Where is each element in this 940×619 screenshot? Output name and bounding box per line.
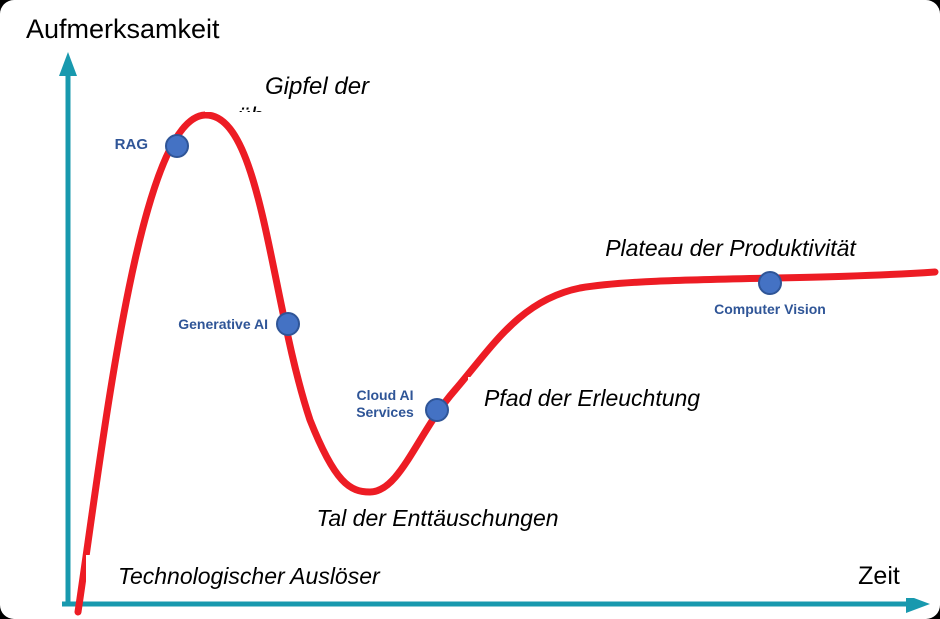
- phase-label-trough-text: Tal der Enttäuschungen: [316, 505, 559, 531]
- marker-rag: [165, 134, 189, 158]
- marker-cloud-ai-services: [425, 398, 449, 422]
- x-axis-label: Zeit: [840, 554, 918, 598]
- phase-label-peak-line1: Gipfel der: [265, 73, 370, 100]
- hype-curve: [74, 111, 939, 616]
- phase-label-plateau: Plateau der Produktivität: [563, 227, 898, 269]
- marker-computer-vision: [758, 271, 782, 295]
- y-axis-label-text: Aufmerksamkeit: [26, 13, 220, 44]
- y-axis-label: Aufmerksamkeit: [8, 6, 330, 52]
- tech-label-cloud-ai-services: Cloud AI Services: [356, 387, 414, 420]
- phase-label-peak-line2: üb: [237, 102, 720, 112]
- x-axis-label-text: Zeit: [858, 561, 900, 590]
- phase-label-trough: Tal der Enttäuschungen: [260, 497, 615, 540]
- phase-label-peak: Gipfel der üb: [205, 66, 720, 112]
- tech-label-computer-vision: Computer Vision: [714, 301, 826, 317]
- x-axis-arrowhead-icon: [906, 595, 930, 613]
- tech-label-generative-ai: Generative AI: [178, 316, 268, 332]
- phase-label-slope-text: Pfad der Erleuchtung: [484, 385, 701, 411]
- phase-label-slope: Pfad der Erleuchtung: [468, 377, 776, 420]
- marker-generative-ai: [276, 312, 300, 336]
- phase-label-trigger: Technologischer Auslöser: [86, 555, 446, 598]
- y-axis-arrowhead-icon: [59, 52, 77, 76]
- tech-label-rag: RAG: [114, 136, 148, 153]
- phase-label-trigger-text: Technologischer Auslöser: [118, 563, 380, 589]
- phase-label-plateau-text: Plateau der Produktivität: [605, 234, 856, 261]
